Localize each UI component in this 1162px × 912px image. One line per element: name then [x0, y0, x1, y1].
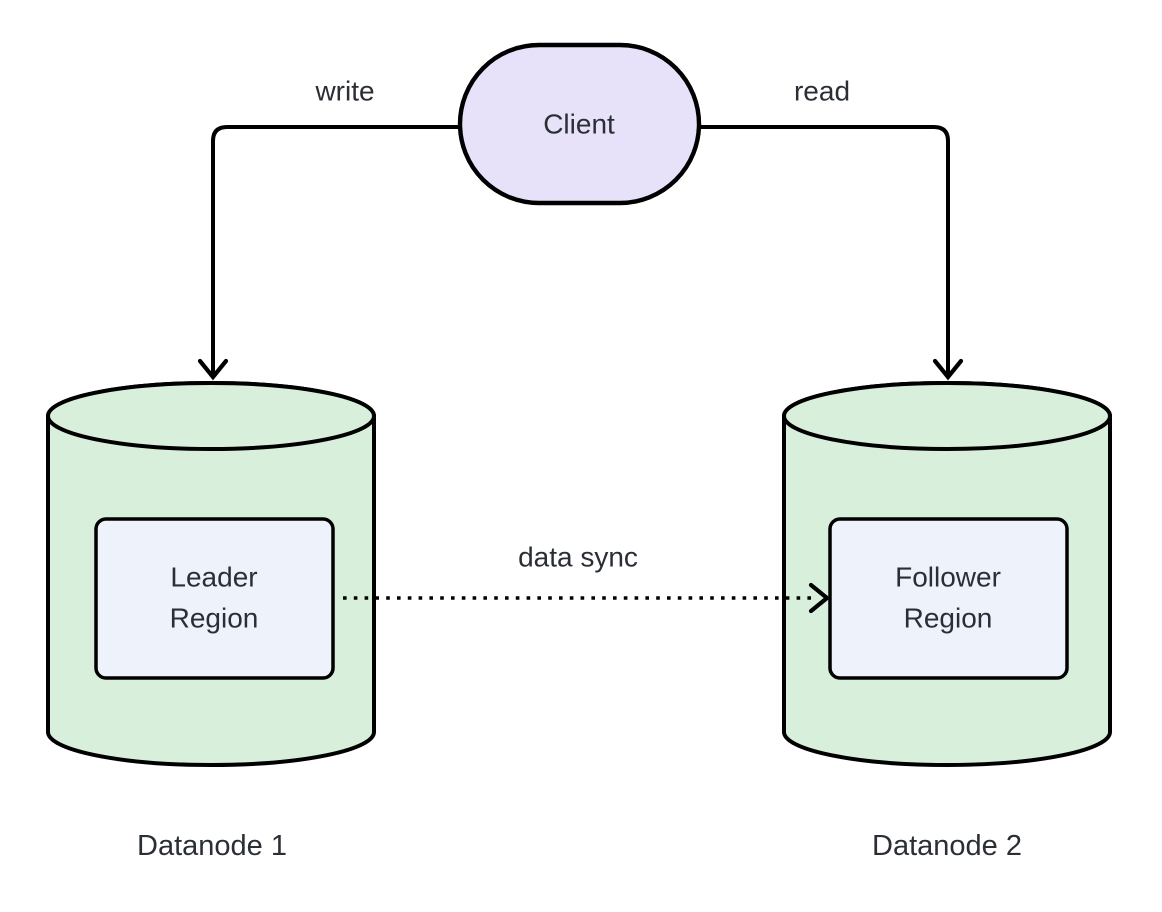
cylinder-top [782, 381, 1112, 451]
cylinder-top [46, 381, 376, 451]
client-label: Client [543, 108, 615, 140]
read-edge-line [700, 125, 950, 374]
datanode2-caption: Datanode 2 [872, 829, 1022, 862]
client-node-shape [457, 42, 702, 206]
leader-region-label-line1: Leader [170, 561, 258, 593]
read-edge [700, 125, 964, 381]
data-sync-edge-label: data sync [518, 541, 638, 573]
leader-region-box [94, 517, 335, 680]
datanode1-caption: Datanode 1 [137, 829, 287, 862]
write-edge-line [211, 125, 460, 374]
write-edge-label: write [315, 75, 375, 107]
follower-region-box [828, 517, 1069, 680]
arrowhead-down-icon [932, 358, 964, 381]
arrowhead-right-icon [808, 582, 831, 614]
leader-region-label: Leader Region [170, 557, 259, 638]
follower-region-label: Follower Region [895, 557, 1001, 638]
arrowhead-down-icon [197, 358, 229, 381]
data-sync-edge [343, 582, 831, 614]
read-edge-label: read [793, 75, 851, 107]
write-edge [197, 125, 460, 381]
leader-region-label-line2: Region [169, 602, 259, 633]
follower-region-label-line2: Region [903, 602, 993, 633]
follower-region-label-line1: Follower [895, 561, 1001, 593]
